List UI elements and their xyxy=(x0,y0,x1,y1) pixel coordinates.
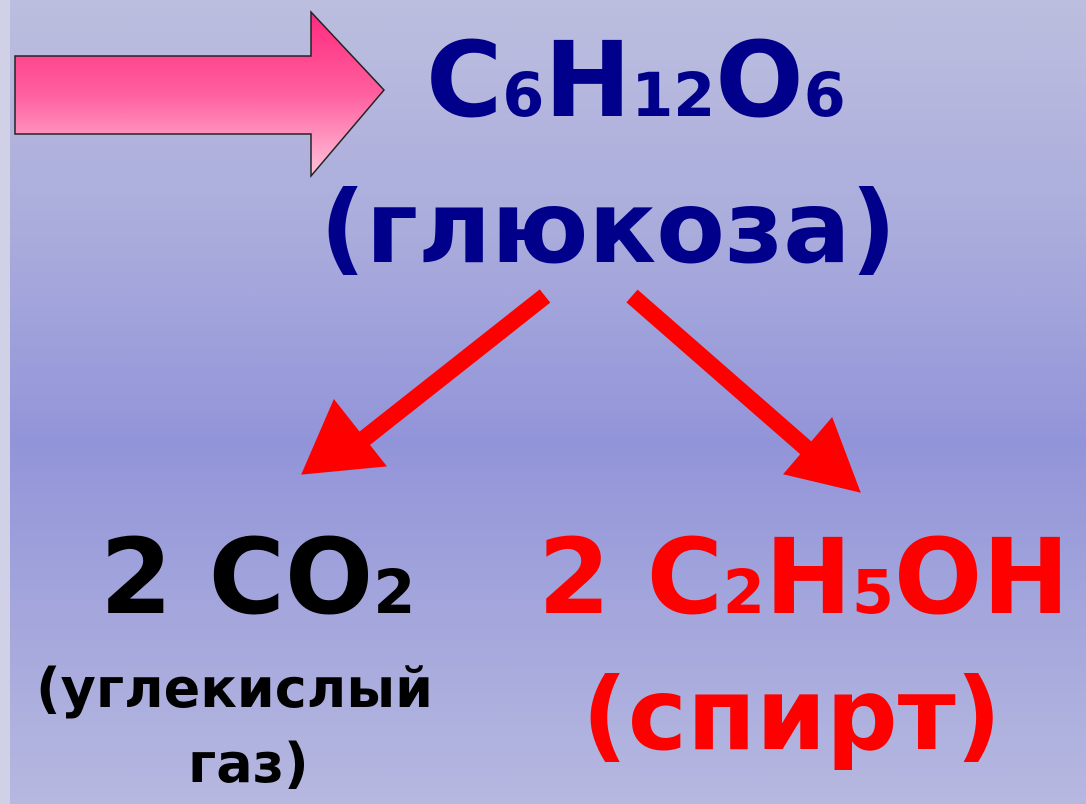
glucose-carbon: C xyxy=(426,19,503,141)
glucose-carbon-count: 6 xyxy=(502,61,545,131)
glucose-oxygen-count: 6 xyxy=(803,61,846,131)
ethanol-hydrogen-count: 5 xyxy=(851,558,894,628)
co2-name-line2: газ) xyxy=(188,732,309,795)
glucose-hydrogen: H xyxy=(544,19,632,141)
ethanol-name: (спирт) xyxy=(582,656,1002,773)
co2-molecule: CO xyxy=(208,516,374,638)
ethanol-carbon-count: 2 xyxy=(722,558,765,628)
ethanol-coefficient: 2 xyxy=(538,516,611,638)
co2-oxygen-count: 2 xyxy=(373,558,416,628)
glucose-oxygen: O xyxy=(715,19,804,141)
ethanol-hydroxyl: OH xyxy=(893,516,1070,638)
co2-coefficient: 2 xyxy=(100,516,173,638)
ethanol-formula: 2 C2H5OH xyxy=(538,525,1069,629)
arrow-down-left-icon xyxy=(301,289,551,475)
block-arrow-right-icon xyxy=(14,10,386,179)
ethanol-carbon: C xyxy=(646,516,723,638)
slide-edge xyxy=(0,0,10,804)
co2-formula: 2 CO2 xyxy=(100,525,415,629)
co2-name-line1: (углекислый xyxy=(36,657,433,720)
ethanol-hydrogen: H xyxy=(764,516,852,638)
glucose-hydrogen-count: 12 xyxy=(631,61,716,131)
arrow-down-right-icon xyxy=(626,289,861,493)
glucose-formula: C6H12O6 xyxy=(426,28,846,132)
glucose-name: (глюкоза) xyxy=(320,169,897,286)
